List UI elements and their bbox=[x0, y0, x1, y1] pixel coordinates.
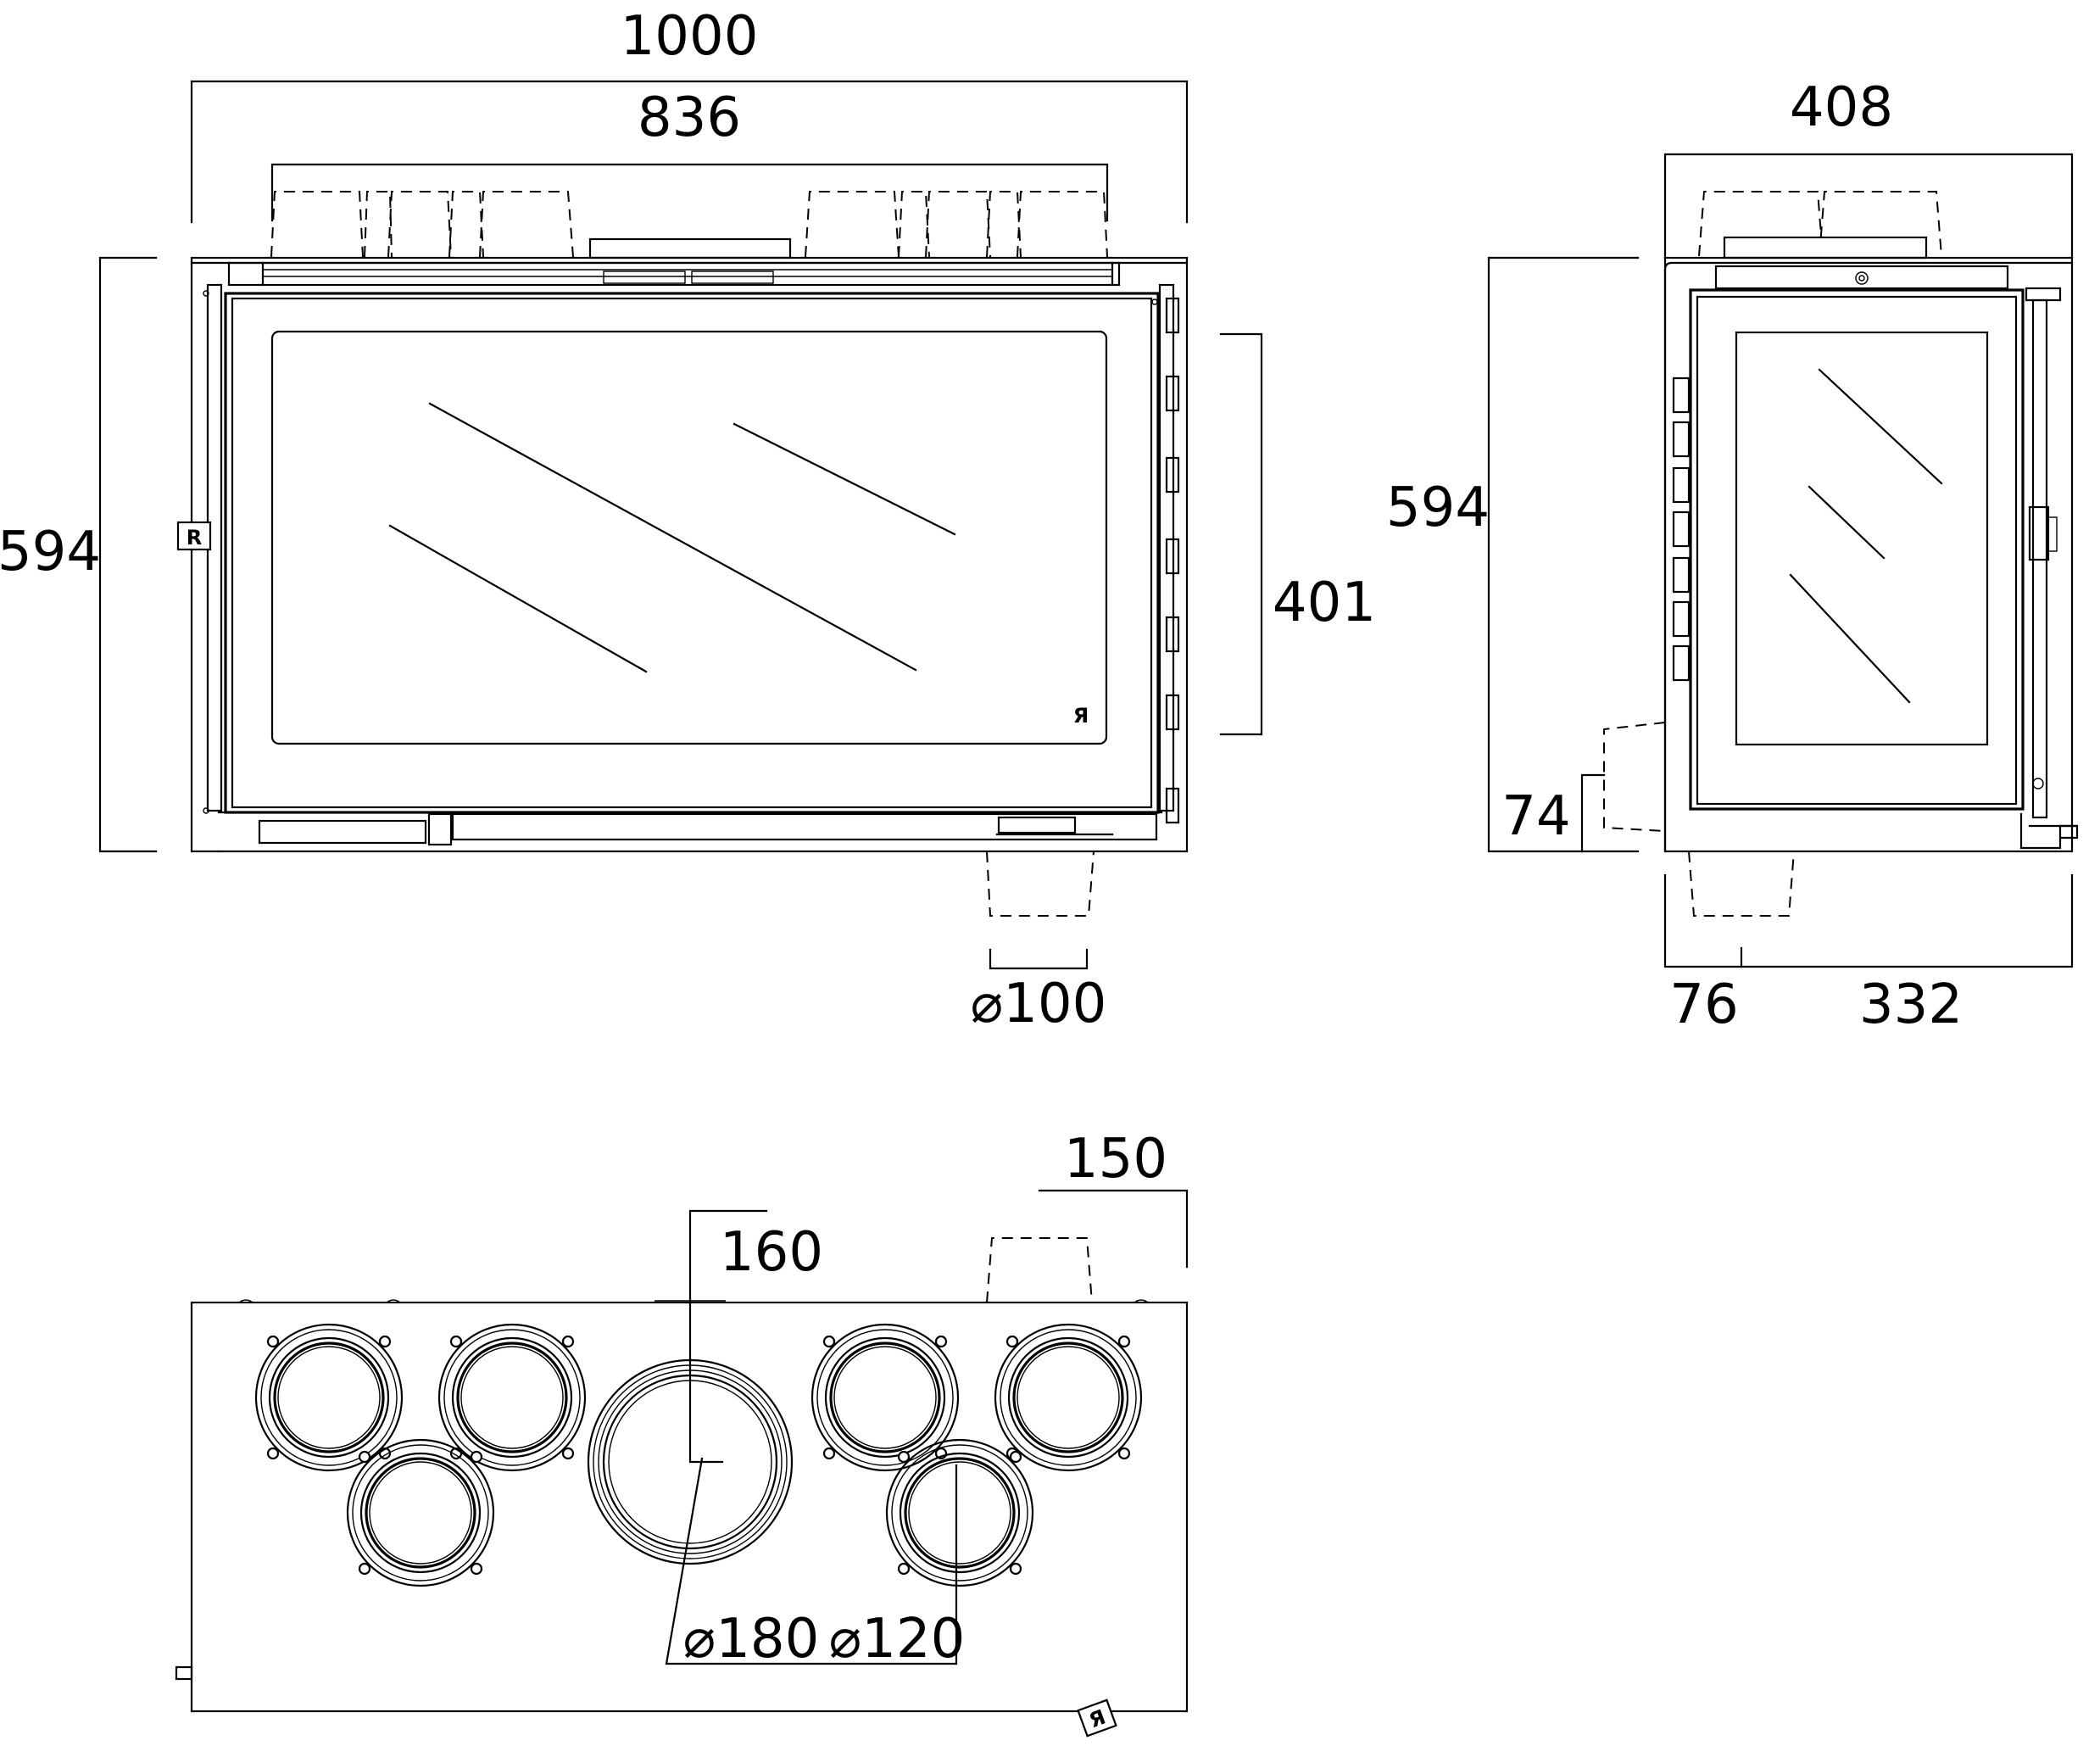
dim-glass-height-label: 401 bbox=[1273, 572, 1376, 634]
dimension-inner-width: 836 bbox=[270, 86, 1109, 222]
top-dashed-outlets bbox=[270, 191, 1108, 258]
bolt bbox=[1009, 1562, 1022, 1576]
dim-overall-width-label: 1000 bbox=[621, 5, 759, 68]
dim-outlet-diameter-label: ⌀100 bbox=[971, 973, 1107, 1035]
bolt bbox=[470, 1562, 483, 1576]
dim-rear-depth-label: 332 bbox=[1859, 973, 1963, 1036]
dim-center-offset-label: 160 bbox=[720, 1221, 823, 1284]
dim-bottom-outlet-label: 74 bbox=[1501, 785, 1570, 848]
dimension-side-offset: 150 bbox=[1038, 1128, 1189, 1269]
top-body-outline bbox=[190, 1301, 1189, 1713]
bolt bbox=[449, 1335, 463, 1348]
dimension-outlet-diameter: ⌀100 bbox=[971, 948, 1107, 1035]
dimension-side-bottom: 76 332 bbox=[1663, 873, 2074, 1036]
front-body-outline bbox=[190, 256, 1189, 853]
side-body-outline bbox=[1663, 256, 2074, 853]
bolt bbox=[1009, 1450, 1022, 1464]
small-outlet-ring bbox=[810, 1323, 960, 1472]
front-view: 1000 836 bbox=[0, 5, 1376, 1035]
outlet-rings bbox=[254, 1323, 1143, 1587]
dimension-bottom-outlet: 74 bbox=[1501, 773, 1606, 853]
dimension-overall-width: 1000 bbox=[190, 5, 1189, 224]
bolt bbox=[1117, 1447, 1131, 1460]
side-view: 408 bbox=[1386, 76, 2079, 1036]
dimension-side-depth: 408 bbox=[1663, 76, 2074, 259]
bolt bbox=[1005, 1335, 1019, 1348]
large-outlet-ring bbox=[587, 1358, 794, 1565]
bolt bbox=[358, 1562, 371, 1576]
glass-logo-mark: Я bbox=[1073, 704, 1089, 728]
bolt bbox=[561, 1447, 575, 1460]
dim-front-offset-label: 76 bbox=[1669, 973, 1738, 1036]
side-hinges bbox=[1672, 377, 1691, 682]
dim-small-outlet-label: ⌀120 bbox=[829, 1608, 966, 1671]
top-flue-box bbox=[588, 237, 792, 259]
dimension-outlet-diameters: ⌀180 ⌀120 bbox=[665, 1457, 966, 1671]
dim-inner-width-label: 836 bbox=[638, 86, 741, 149]
small-outlet-ring bbox=[994, 1323, 1143, 1472]
side-glass-reflection-lines bbox=[1789, 368, 1943, 704]
bolt bbox=[822, 1447, 836, 1460]
side-door-frame bbox=[1689, 288, 2025, 811]
small-outlet-ring bbox=[437, 1323, 587, 1472]
dimension-glass-height: 401 bbox=[1219, 332, 1376, 736]
glass-reflection-lines bbox=[388, 402, 956, 673]
bolt bbox=[266, 1447, 280, 1460]
bolt bbox=[358, 1450, 371, 1464]
bolt bbox=[897, 1450, 911, 1464]
bolt bbox=[266, 1335, 280, 1348]
dim-large-outlet-label: ⌀180 bbox=[683, 1608, 820, 1671]
bolt bbox=[470, 1450, 483, 1464]
right-hinges bbox=[1165, 297, 1180, 824]
dim-front-height-label: 594 bbox=[0, 521, 101, 583]
dim-side-depth-label: 408 bbox=[1790, 76, 1893, 139]
bolt bbox=[1117, 1335, 1131, 1348]
dim-side-height-label: 594 bbox=[1386, 477, 1490, 539]
top-view: 150 160 Я ⌀180 ⌀120 bbox=[175, 1128, 1189, 1738]
bottom-logo-badge: Я bbox=[1077, 1699, 1117, 1738]
small-outlet-ring bbox=[885, 1438, 1034, 1587]
dimension-center-offset: 160 bbox=[688, 1209, 823, 1464]
bolt bbox=[897, 1562, 911, 1576]
bolt bbox=[822, 1335, 836, 1348]
dimension-side-height: 594 bbox=[1386, 256, 1640, 853]
bolt bbox=[561, 1335, 575, 1348]
left-logo-letter: R bbox=[187, 526, 202, 549]
bolt bbox=[934, 1335, 948, 1348]
door-glass bbox=[270, 330, 1108, 745]
small-outlet-ring bbox=[254, 1323, 404, 1472]
dimension-front-height: 594 bbox=[0, 256, 158, 853]
dim-side-offset-label: 150 bbox=[1064, 1128, 1167, 1191]
side-top-flue-box bbox=[1723, 236, 1928, 259]
bolt bbox=[378, 1335, 392, 1348]
left-logo-badge: R bbox=[176, 521, 212, 551]
door-frame bbox=[224, 292, 1160, 814]
side-door-glass bbox=[1735, 331, 1989, 746]
small-outlet-ring bbox=[346, 1438, 495, 1587]
